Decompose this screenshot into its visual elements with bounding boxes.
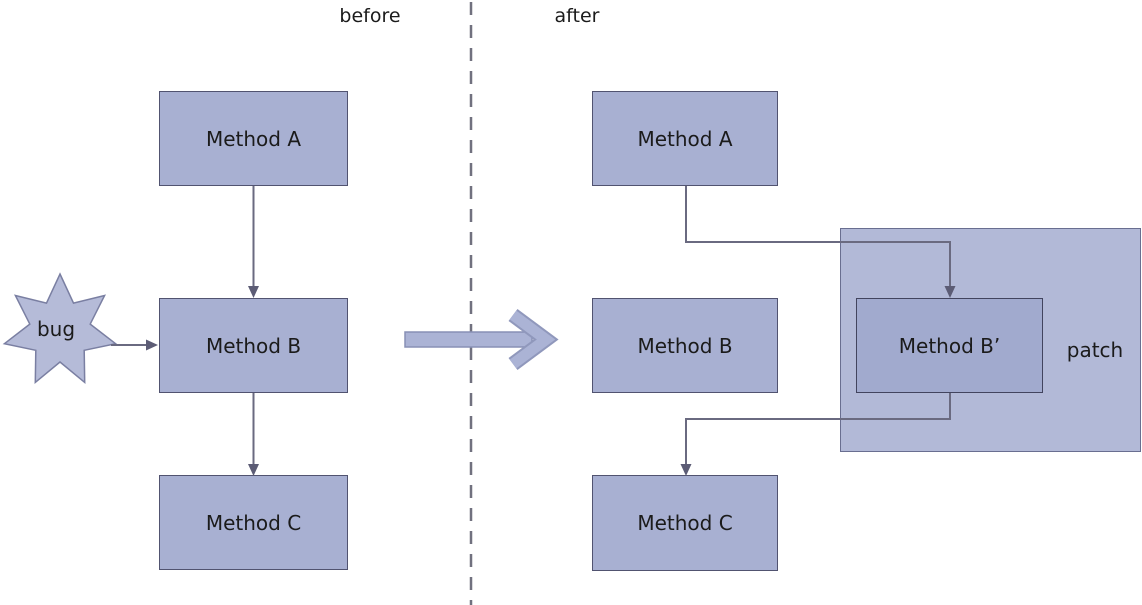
method-b-box-before: Method B (159, 298, 348, 393)
method-c-box-before: Method C (159, 475, 348, 570)
patch-label: patch (1066, 338, 1124, 362)
method-a-box-before: Method A (159, 91, 348, 186)
before-section-label: before (339, 5, 401, 27)
transform-block-arrow (404, 308, 559, 371)
bug-label: bug (36, 317, 76, 341)
method-b-box-after: Method B (592, 298, 778, 393)
bug-star-icon (2, 272, 118, 385)
after-section-label: after (554, 5, 600, 27)
method-a-box-after: Method A (592, 91, 778, 186)
method-b-prime-label: Method B’ (898, 333, 1001, 358)
method-b-prime-box: Method B’ (856, 298, 1043, 393)
method-c-box-after: Method C (592, 475, 778, 571)
method-c-after-label: Method C (637, 511, 733, 535)
method-b-after-label: Method B (637, 333, 733, 358)
method-a-after-label: Method A (637, 126, 733, 151)
method-c-before-label: Method C (205, 510, 302, 535)
method-a-before-label: Method A (205, 126, 302, 151)
method-b-before-label: Method B (205, 333, 302, 358)
